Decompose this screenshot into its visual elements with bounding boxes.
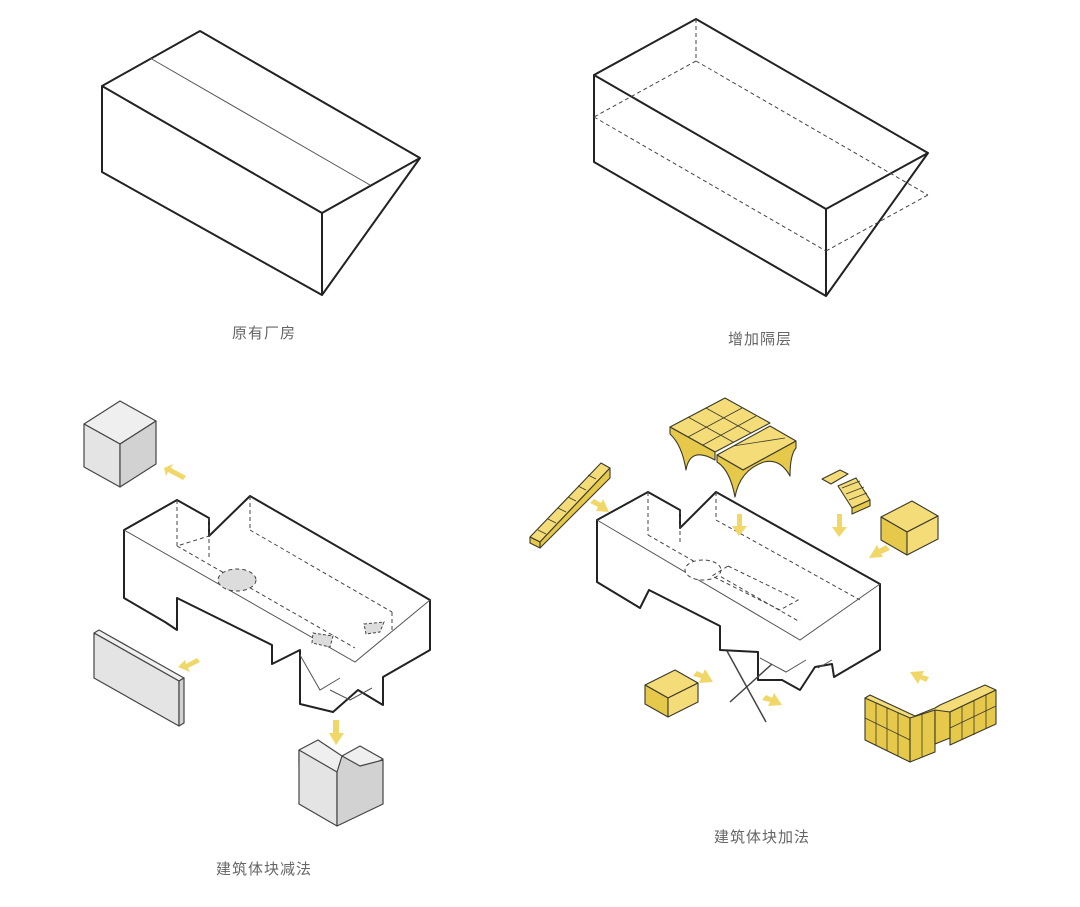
arrow-up-left-icon (164, 464, 186, 480)
caption-subtraction: 建筑体块减法 (216, 860, 312, 878)
caption-add-mezzanine: 增加隔层 (728, 330, 792, 348)
caption-original-factory: 原有厂房 (232, 324, 296, 342)
long-staircase (529, 462, 611, 549)
original-factory-box (101, 30, 421, 296)
removed-cube (83, 400, 157, 488)
arrow-left-cube-icon (693, 669, 713, 683)
subtraction-main-volume (123, 495, 431, 713)
arrow-down-left-icon (178, 658, 200, 672)
curved-facade-panel (864, 684, 997, 763)
arrow-facade-icon (910, 671, 929, 684)
arrow-right-cube-icon (869, 545, 890, 558)
addition-main-volume (596, 491, 881, 723)
mezzanine-box (593, 18, 929, 297)
arrow-small-stair-icon (832, 514, 847, 537)
arrow-roof-icon (732, 514, 747, 536)
small-staircase (821, 469, 871, 515)
right-yellow-cube (880, 500, 939, 556)
vaulted-roof-piece (669, 397, 797, 498)
left-yellow-cube (644, 669, 699, 718)
removed-corner-chunk (298, 739, 384, 827)
arrow-down-icon (329, 720, 344, 745)
arrow-stair-icon (590, 499, 609, 512)
arrow-corner-icon (762, 693, 782, 706)
caption-addition: 建筑体块加法 (714, 828, 810, 846)
removed-wall-slab (93, 629, 185, 727)
